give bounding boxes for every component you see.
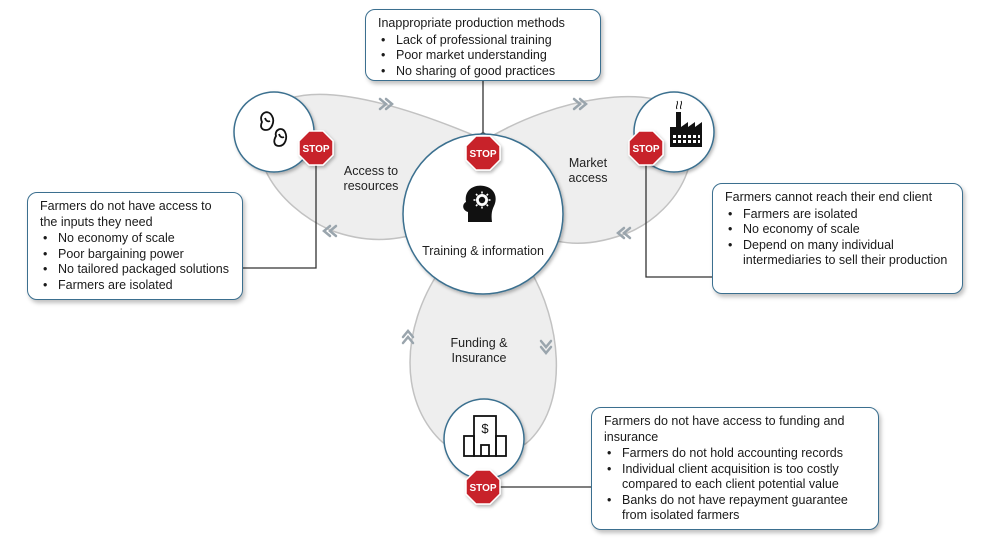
- chevron-bottom-left-icon: [401, 329, 415, 345]
- svg-text:STOP: STOP: [632, 144, 659, 155]
- label-training-information: Training & information: [422, 244, 544, 258]
- node-left-circle: [233, 91, 315, 173]
- label-funding-insurance: Funding & Insurance: [438, 336, 520, 366]
- label-market-access: Market access: [555, 156, 621, 186]
- bank-building-icon: $: [463, 415, 507, 457]
- callout-right-title: Farmers cannot reach their end client: [725, 190, 933, 204]
- svg-text:STOP: STOP: [302, 144, 329, 155]
- label-access-line1: Access to: [343, 164, 399, 178]
- connector-right: [645, 165, 713, 278]
- stop-sign-bottom-icon: STOP: [465, 469, 501, 505]
- list-item: Poor market understanding: [378, 48, 590, 64]
- chevron-top-left-icon: [378, 97, 394, 111]
- label-funding-line1: Funding &: [450, 336, 508, 350]
- beans-icon: [260, 111, 288, 147]
- label-funding-line2: Insurance: [451, 351, 507, 365]
- callout-funding-insurance: Farmers do not have access to funding an…: [591, 407, 879, 530]
- svg-text:STOP: STOP: [469, 149, 496, 160]
- callout-bottom-list: Farmers do not hold accounting records I…: [604, 446, 868, 524]
- list-item: No economy of scale: [725, 222, 952, 238]
- label-access-to-resources: Access to resources: [335, 164, 407, 194]
- flow-chevrons: [322, 97, 632, 355]
- factory-icon: [670, 100, 702, 147]
- list-item: Lack of professional training: [378, 33, 590, 49]
- svg-text:$: $: [481, 421, 489, 436]
- list-item: Banks do not have repayment guarantee fr…: [604, 493, 868, 524]
- connector-left: [242, 165, 317, 269]
- node-bottom-circle: [443, 398, 525, 480]
- list-item: Depend on many individual intermediaries…: [725, 238, 952, 269]
- list-item: Farmers are isolated: [40, 278, 232, 294]
- callout-left-title: Farmers do not have access to the inputs…: [40, 199, 212, 229]
- stop-sign-left-icon: STOP: [298, 130, 334, 166]
- chevron-top-right-icon: [572, 97, 588, 111]
- stop-sign-center-icon: STOP: [465, 135, 501, 171]
- list-item: No tailored packaged solutions: [40, 262, 232, 278]
- list-item: Farmers do not hold accounting records: [604, 446, 868, 462]
- callout-access-to-inputs: Farmers do not have access to the inputs…: [27, 192, 243, 300]
- callout-top-title: Inappropriate production methods: [378, 16, 565, 30]
- callout-top-list: Lack of professional training Poor marke…: [378, 33, 590, 80]
- label-access-line2: resources: [343, 179, 399, 193]
- list-item: No economy of scale: [40, 231, 232, 247]
- callout-left-list: No economy of scale Poor bargaining powe…: [40, 231, 232, 293]
- list-item: Individual client acquisition is too cos…: [604, 462, 868, 493]
- label-market-line2: access: [568, 171, 608, 185]
- chevron-bottom-right-icon: [539, 339, 553, 355]
- callout-end-client: Farmers cannot reach their end client Fa…: [712, 183, 963, 294]
- callout-bottom-title: Farmers do not have access to funding an…: [604, 414, 845, 444]
- list-item: Poor bargaining power: [40, 247, 232, 263]
- callout-production-methods: Inappropriate production methods Lack of…: [365, 9, 601, 81]
- stop-sign-right-icon: STOP: [628, 130, 664, 166]
- head-gear-icon: [463, 185, 496, 222]
- stop-signs: STOP STOP STOP STOP: [298, 130, 664, 505]
- chevron-right-lower-icon: [616, 226, 632, 240]
- chevron-left-lower-icon: [322, 224, 338, 238]
- svg-text:STOP: STOP: [469, 483, 496, 494]
- list-item: No sharing of good practices: [378, 64, 590, 80]
- label-market-line1: Market: [568, 156, 608, 170]
- callout-right-list: Farmers are isolated No economy of scale…: [725, 207, 952, 269]
- list-item: Farmers are isolated: [725, 207, 952, 223]
